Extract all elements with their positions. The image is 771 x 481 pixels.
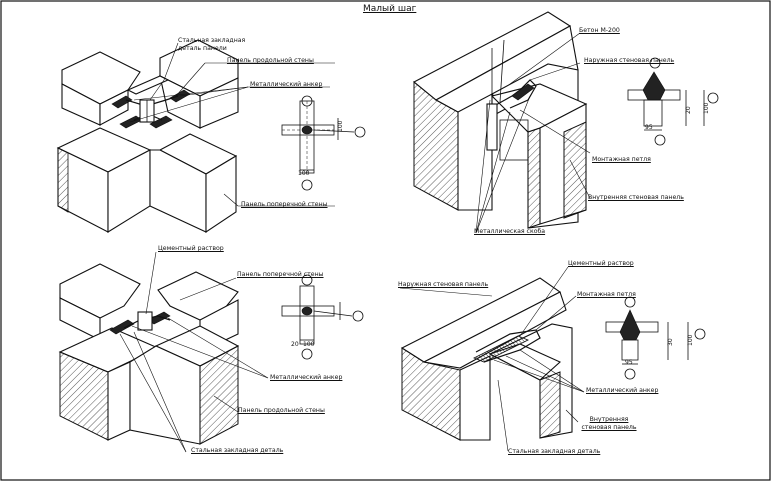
label-cross-panel-tl: Панель поперечной стены [241,201,328,208]
detail-bottom-right-junction [400,277,573,441]
label-longitudinal-panel-tl: Панель продольной стены [227,57,314,64]
label-inner-panel-tr: Внутренняя стеновая панель [588,194,684,201]
label-embed-part: Стальная закладная деталь панели [178,37,246,52]
label-metal-bracket: Металлическая скоба [474,228,546,235]
label-inner-panel-br: Внутренняя стеновая панель [581,416,637,431]
label-outer-panel-br: Наружная стеновая панель [398,281,489,288]
detail-top-left-junction [56,39,239,234]
section-top-right: 95 20 100 [627,57,719,146]
svg-text:100: 100 [337,120,344,132]
label-cement-mortar-br: Цементный раствор [568,260,634,267]
label-metal-anchor-tl: Металлический анкер [250,81,323,88]
leader-lines [119,32,591,453]
svg-text:30: 30 [667,338,674,346]
label-cement-mortar-bl: Цементный раствор [158,245,224,252]
label-longitudinal-panel-bl: Панель продольной стены [238,407,325,414]
svg-text:100: 100 [303,341,315,348]
detail-top-right-junction [413,11,588,229]
svg-text:95: 95 [625,359,633,366]
label-cross-panel-bl: Панель поперечной стены [237,271,324,278]
label-concrete: Бетон М-200 [579,27,620,34]
section-bottom-left: 20 100 [281,274,364,360]
label-steel-embed-br: Стальная закладная деталь [508,448,601,455]
label-metal-anchor-br: Металлический анкер [586,387,659,394]
svg-text:20: 20 [685,106,692,114]
svg-text:100: 100 [687,334,694,346]
section-top-left: 100 100 [281,95,366,191]
svg-text:100: 100 [298,170,310,177]
svg-text:20: 20 [291,341,299,348]
label-steel-embed-bl: Стальная закладная деталь [191,447,284,454]
page-title: Малый шаг [363,4,417,14]
detail-bottom-left-junction [58,263,240,445]
label-mount-loop-tr: Монтажная петля [592,156,651,163]
label-metal-anchor-bl: Металлический анкер [270,374,343,381]
label-mount-loop-br: Монтажная петля [577,291,636,298]
svg-text:100: 100 [703,102,710,114]
label-outer-panel-tr: Наружная стеновая панель [584,57,675,64]
section-bottom-right: 95 30 100 [605,296,706,380]
svg-text:95: 95 [645,124,653,131]
